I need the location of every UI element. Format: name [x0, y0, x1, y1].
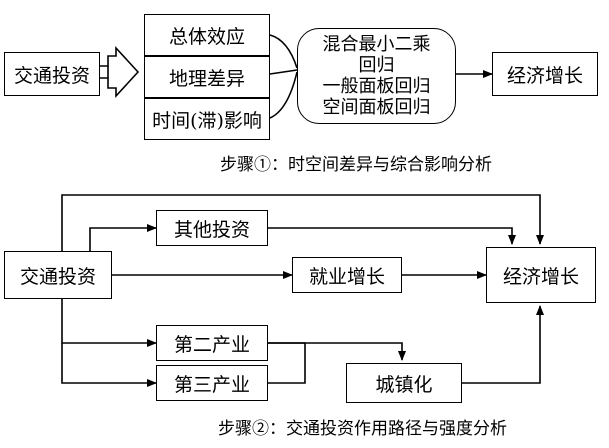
- node-transport-investment-2: 交通投资: [4, 251, 112, 299]
- node-label: 地理差异: [168, 67, 245, 90]
- node-label: 其他投资: [173, 218, 250, 241]
- step2-caption: 步骤②：交通投资作用路径与强度分析: [218, 419, 507, 439]
- method-label: 空间面板回归: [322, 97, 431, 118]
- hollow-arrow: [100, 45, 140, 99]
- path-to-urbanization: [268, 342, 406, 361]
- node-regression-methods: 混合最小二乘 回归 一般面板回归 空间面板回归: [297, 28, 456, 124]
- node-secondary-industry: 第二产业: [156, 325, 268, 361]
- node-label: 经济增长: [502, 265, 579, 288]
- node-label: 总体效应: [168, 25, 245, 48]
- node-time-lag-effect: 时间(滞)影响: [144, 98, 270, 140]
- path-urbanization-to-growth: [462, 305, 544, 384]
- path-direct-top: [61, 194, 544, 260]
- step1-caption: 步骤①：时空间差异与综合影响分析: [220, 155, 492, 175]
- node-label: 时间(滞)影响: [152, 109, 262, 132]
- path-to-tertiary: [61, 343, 157, 387]
- node-tertiary-industry: 第三产业: [156, 365, 268, 401]
- method-label: 回归: [358, 55, 395, 76]
- node-overall-effect: 总体效应: [144, 14, 270, 56]
- node-employment-growth: 就业增长: [292, 257, 402, 293]
- node-economic-growth-2: 经济增长: [486, 247, 596, 303]
- node-other-investment: 其他投资: [156, 210, 268, 246]
- path-to-other-investment: [89, 224, 157, 260]
- node-label: 第二产业: [173, 333, 250, 356]
- node-label: 交通投资: [19, 265, 96, 288]
- node-label: 交通投资: [13, 64, 90, 87]
- node-label: 就业增长: [308, 265, 385, 288]
- node-economic-growth-1: 经济增长: [492, 52, 598, 96]
- node-label: 第三产业: [173, 373, 250, 396]
- node-label: 城镇化: [375, 373, 433, 396]
- node-geographic-difference: 地理差异: [144, 56, 270, 98]
- node-transport-investment-1: 交通投资: [4, 52, 100, 96]
- fan-line-overall: [269, 34, 298, 69]
- method-label: 混合最小二乘: [322, 34, 431, 55]
- node-urbanization: 城镇化: [346, 363, 462, 403]
- path-other-to-growth: [268, 227, 516, 245]
- method-label: 一般面板回归: [322, 76, 431, 97]
- fan-line-geo: [269, 69, 298, 75]
- node-label: 经济增长: [506, 64, 583, 87]
- fan-line-time: [269, 71, 298, 119]
- path-industries-bracket: [268, 342, 306, 384]
